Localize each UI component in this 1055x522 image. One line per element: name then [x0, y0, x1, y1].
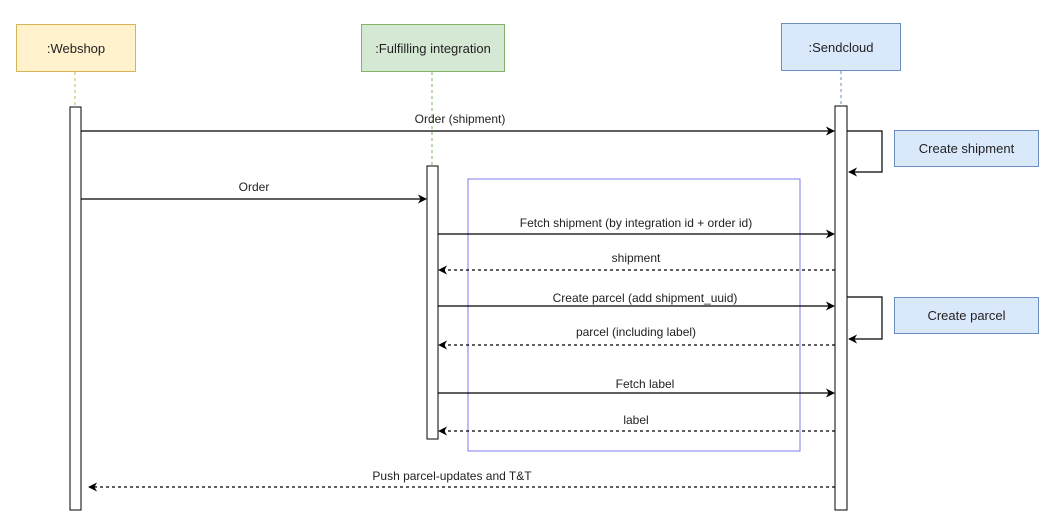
activation-webshop [69, 106, 82, 511]
group-frame [467, 178, 801, 452]
participant-integration-label: :Fulfilling integration [375, 40, 491, 56]
msg-label-shipment: shipment [611, 251, 661, 265]
activation-integration [426, 165, 439, 440]
activation-sendcloud [834, 105, 848, 511]
msg-label-parcel: parcel (including label) [575, 325, 697, 339]
msg-label-label: label [623, 413, 649, 427]
participant-sendcloud-label: :Sendcloud [808, 39, 874, 55]
msg-label-push-updates: Push parcel-updates and T&T [372, 469, 532, 483]
self-call-create-parcel [847, 296, 883, 344]
note-create-shipment: Create shipment [894, 130, 1039, 167]
participant-integration: :Fulfilling integration [361, 24, 505, 72]
note-create-shipment-label: Create shipment [918, 141, 1015, 156]
msg-label-create-parcel: Create parcel (add shipment_uuid) [552, 291, 738, 305]
msg-label-order: Order [238, 180, 270, 194]
msg-label-fetch-label: Fetch label [615, 377, 675, 391]
msg-label-fetch-shipment: Fetch shipment (by integration id + orde… [519, 216, 753, 230]
participant-webshop-label: :Webshop [46, 40, 106, 56]
msg-label-order-shipment: Order (shipment) [414, 112, 506, 126]
participant-webshop: :Webshop [16, 24, 136, 72]
note-create-parcel: Create parcel [894, 297, 1039, 334]
note-create-parcel-label: Create parcel [927, 308, 1006, 323]
participant-sendcloud: :Sendcloud [781, 23, 901, 71]
self-call-create-shipment [847, 130, 883, 177]
